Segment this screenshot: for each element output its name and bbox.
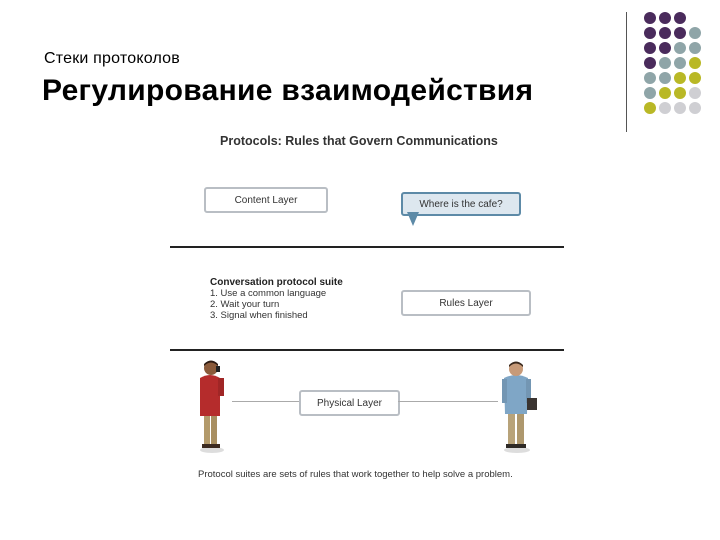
dot (659, 72, 671, 84)
person-left (200, 360, 224, 453)
dot (689, 42, 701, 54)
dot (674, 57, 686, 69)
diagram-title: Protocols: Rules that Govern Communicati… (220, 134, 498, 148)
layer-separator-top (170, 246, 564, 248)
slide-title: Регулирование взаимодействия (42, 74, 534, 107)
dot (689, 72, 701, 84)
physical-layer-box: Physical Layer (299, 390, 400, 416)
suite-item: 1. Use a common language (210, 288, 327, 299)
dot (659, 27, 671, 39)
protocol-diagram: Protocols: Rules that Govern Communicati… (170, 120, 570, 485)
dot (644, 42, 656, 54)
dot (689, 102, 701, 114)
dot (689, 87, 701, 99)
dot (674, 102, 686, 114)
dot (644, 102, 656, 114)
connection-line-right (398, 401, 498, 402)
dot (644, 12, 656, 24)
dot (644, 87, 656, 99)
dot (689, 57, 701, 69)
dot (659, 102, 671, 114)
dot (644, 72, 656, 84)
dot (659, 42, 671, 54)
dot (644, 27, 656, 39)
suite-item: 3. Signal when finished (210, 310, 308, 321)
dot (689, 27, 701, 39)
person-right (502, 361, 537, 453)
dot (674, 42, 686, 54)
dot (659, 87, 671, 99)
suite-heading: Conversation protocol suite (210, 277, 343, 288)
dot (674, 87, 686, 99)
decorative-dot-grid (641, 10, 711, 120)
dot (644, 57, 656, 69)
layer-separator-bottom (170, 349, 564, 351)
diagram-caption: Protocol suites are sets of rules that w… (198, 469, 513, 480)
dot (659, 12, 671, 24)
rules-layer-box: Rules Layer (401, 290, 531, 316)
dot (659, 57, 671, 69)
dot (674, 27, 686, 39)
slide-subtitle: Стеки протоколов (44, 50, 180, 67)
speech-bubble: Where is the cafe? (401, 192, 521, 216)
connection-line-left (232, 401, 300, 402)
suite-item: 2. Wait your turn (210, 299, 280, 310)
dot (674, 72, 686, 84)
dot (674, 12, 686, 24)
divider-line (626, 12, 627, 132)
content-layer-box: Content Layer (204, 187, 328, 213)
speech-bubble-tail (407, 212, 419, 226)
